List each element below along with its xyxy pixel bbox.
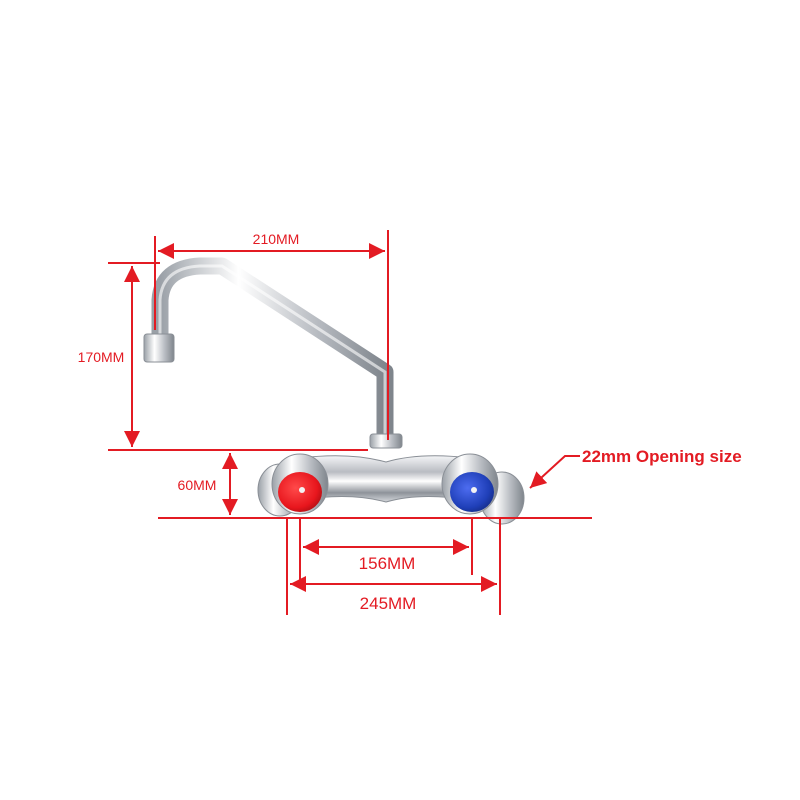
overall-width-label: 245MM	[360, 594, 417, 613]
handle-spacing-label: 156MM	[359, 554, 416, 573]
reach-label: 210MM	[253, 231, 300, 247]
height-label: 170MM	[78, 349, 125, 365]
spout-tube	[151, 257, 394, 440]
opening-size-note: 22mm Opening size	[582, 447, 742, 466]
opening-leader-line	[529, 455, 580, 489]
swivel-collar	[369, 433, 403, 449]
spout-aerator	[143, 333, 175, 363]
body-height-label: 60MM	[178, 477, 217, 493]
faucet	[143, 257, 525, 525]
